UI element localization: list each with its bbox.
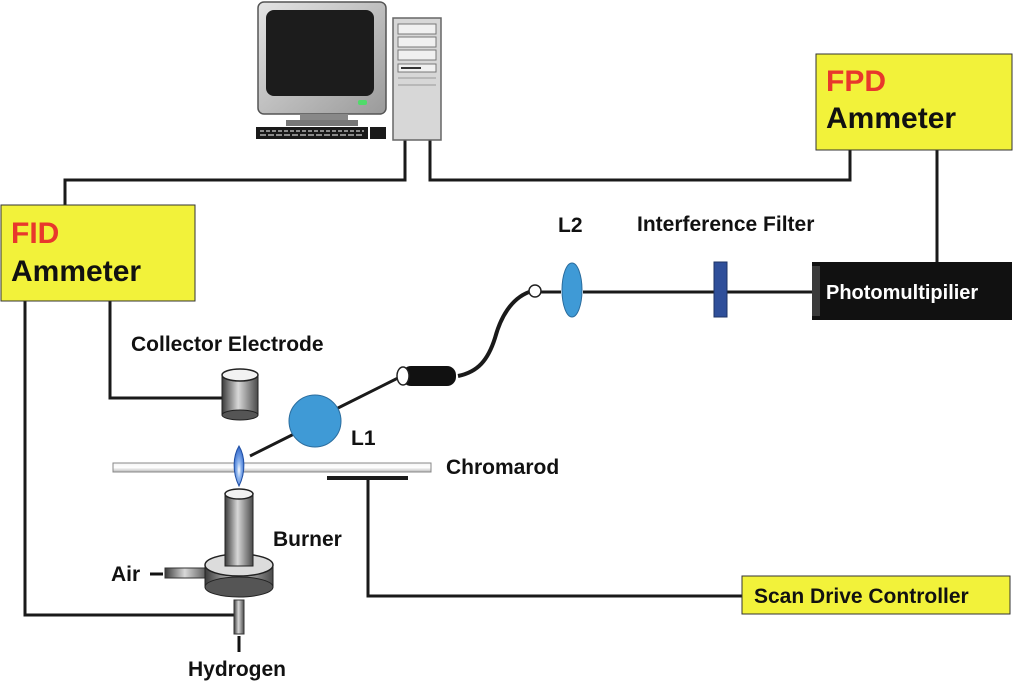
- collector-electrode: Collector Electrode: [131, 333, 324, 421]
- wire-computer-to-fpd: [428, 140, 852, 182]
- computer: [256, 1, 442, 141]
- l2-label: L2: [558, 214, 583, 237]
- hydrogen-inlet: Hydrogen: [188, 636, 286, 681]
- hydrogen-label: Hydrogen: [188, 658, 286, 681]
- wire-fid-to-burner: [23, 300, 234, 617]
- monitor: [257, 1, 387, 126]
- fid-subtitle: Ammeter: [11, 255, 141, 288]
- photomultiplier: Photomultipilier: [812, 262, 1012, 320]
- hydrogen-inlet-pipe: [233, 599, 245, 635]
- interference-filter: Interference Filter: [637, 213, 814, 318]
- tower-case: [392, 17, 442, 141]
- fiber-input-connector: [396, 366, 456, 386]
- fpd-ammeter-box: FPD Ammeter: [815, 53, 1013, 151]
- air-inlet-pipe: [164, 567, 210, 579]
- flame-icon: [233, 445, 245, 488]
- scan-drive-controller-box: Scan Drive Controller: [741, 575, 1011, 615]
- light-path-l1-to-fiber: [335, 376, 399, 411]
- wire-fid-to-collector: [108, 300, 222, 400]
- lens-l1: L1: [288, 394, 376, 450]
- fpd-title: FPD: [826, 65, 886, 98]
- wire-scan-drive: [366, 478, 742, 598]
- fid-title: FID: [11, 217, 59, 250]
- optical-fiber: [457, 289, 533, 378]
- light-path-flame-to-l1: [249, 431, 297, 458]
- air-label: Air: [111, 563, 140, 586]
- chromarod-label: Chromarod: [446, 456, 559, 479]
- fiber-output-end: [528, 284, 542, 298]
- keyboard-icon: [256, 127, 386, 139]
- air-inlet: Air: [111, 563, 163, 586]
- wire-computer-to-fid: [63, 140, 407, 205]
- lens-l2: L2: [558, 214, 583, 318]
- scan-drive-controller-label: Scan Drive Controller: [754, 585, 969, 608]
- burner-label: Burner: [273, 528, 342, 551]
- chromarod: Chromarod: [112, 456, 559, 479]
- photomultiplier-label: Photomultipilier: [826, 282, 978, 304]
- l1-label: L1: [351, 427, 376, 450]
- interference-filter-label: Interference Filter: [637, 213, 814, 236]
- collector-electrode-label: Collector Electrode: [131, 333, 324, 356]
- burner: Burner: [164, 488, 342, 635]
- fpd-subtitle: Ammeter: [826, 102, 956, 135]
- wiring: [23, 140, 939, 617]
- fid-ammeter-box: FID Ammeter: [0, 204, 196, 302]
- power-led-icon: [358, 100, 367, 105]
